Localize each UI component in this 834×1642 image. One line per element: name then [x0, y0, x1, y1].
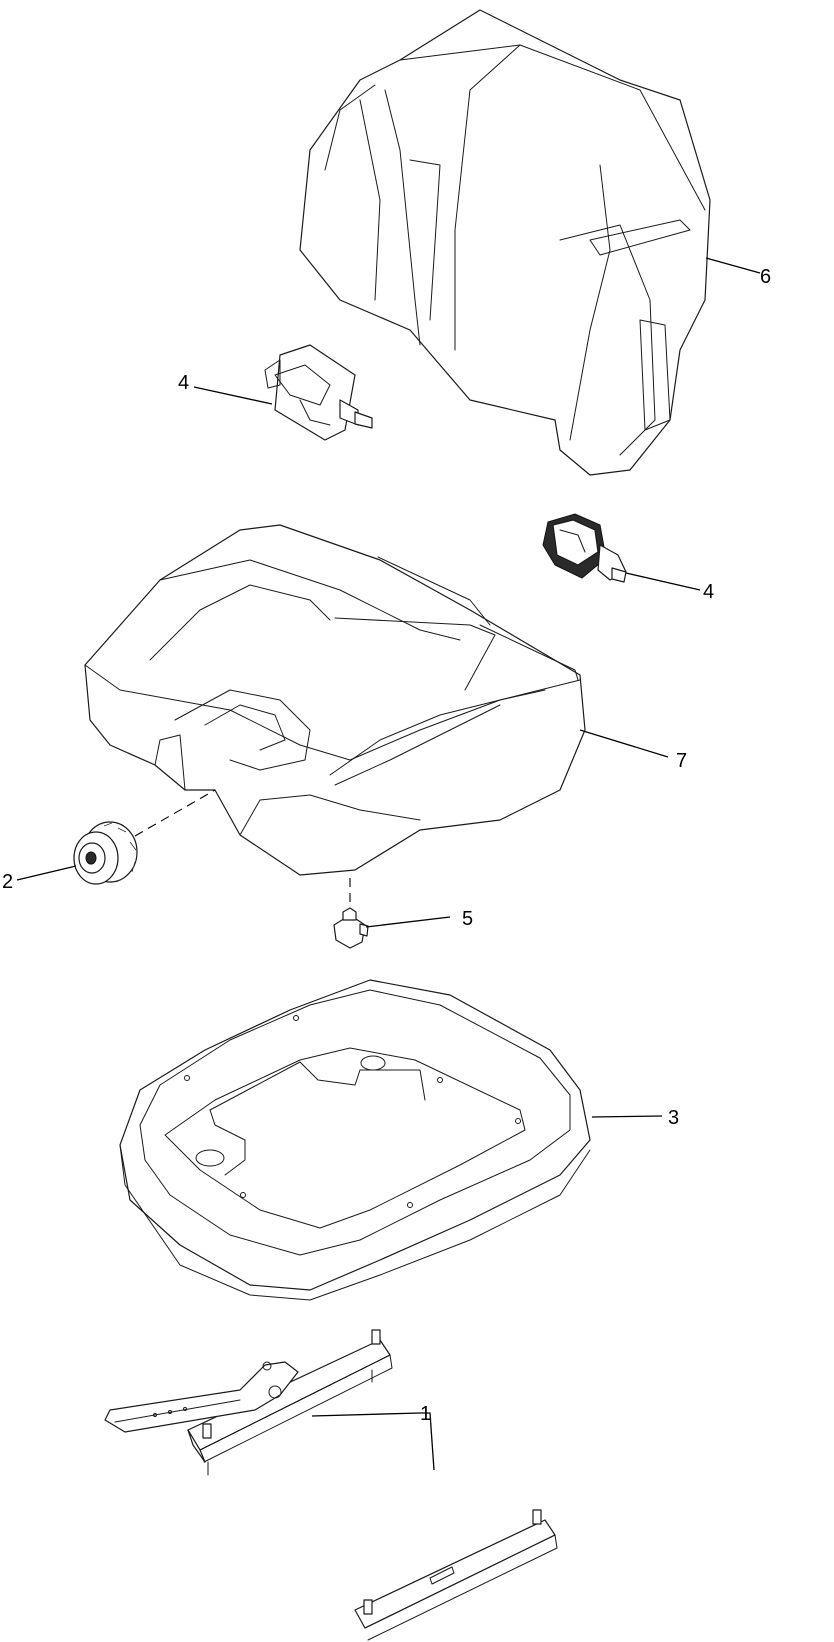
callout-5: 5 [462, 908, 473, 930]
leader-line-4b [625, 572, 701, 591]
leader-line-6 [705, 257, 761, 274]
callout-1: 1 [420, 1403, 431, 1425]
latch-bracket [264, 344, 373, 441]
callout-2: 2 [2, 871, 13, 893]
callout-4-latch: 4 [178, 372, 189, 394]
round-knob [73, 821, 138, 885]
seat-cushion [84, 524, 586, 876]
leader-line-2 [16, 865, 77, 881]
seat-switch-plug [333, 907, 369, 949]
seat-pan [119, 979, 591, 1301]
leader-line-5 [365, 916, 451, 928]
callout-4-knob: 4 [703, 581, 714, 603]
leader-line-3 [591, 1115, 663, 1118]
knob-assembly-line [134, 789, 216, 837]
callout-7: 7 [676, 750, 687, 772]
callout-3: 3 [668, 1107, 679, 1129]
callout-6: 6 [760, 266, 771, 288]
adjuster-knob [542, 513, 627, 583]
leader-line-4a [193, 386, 273, 405]
slide-rails [104, 1329, 558, 1641]
seat-backrest [299, 9, 711, 476]
leader-line-1 [311, 1412, 435, 1471]
leader-line-7 [579, 729, 669, 758]
